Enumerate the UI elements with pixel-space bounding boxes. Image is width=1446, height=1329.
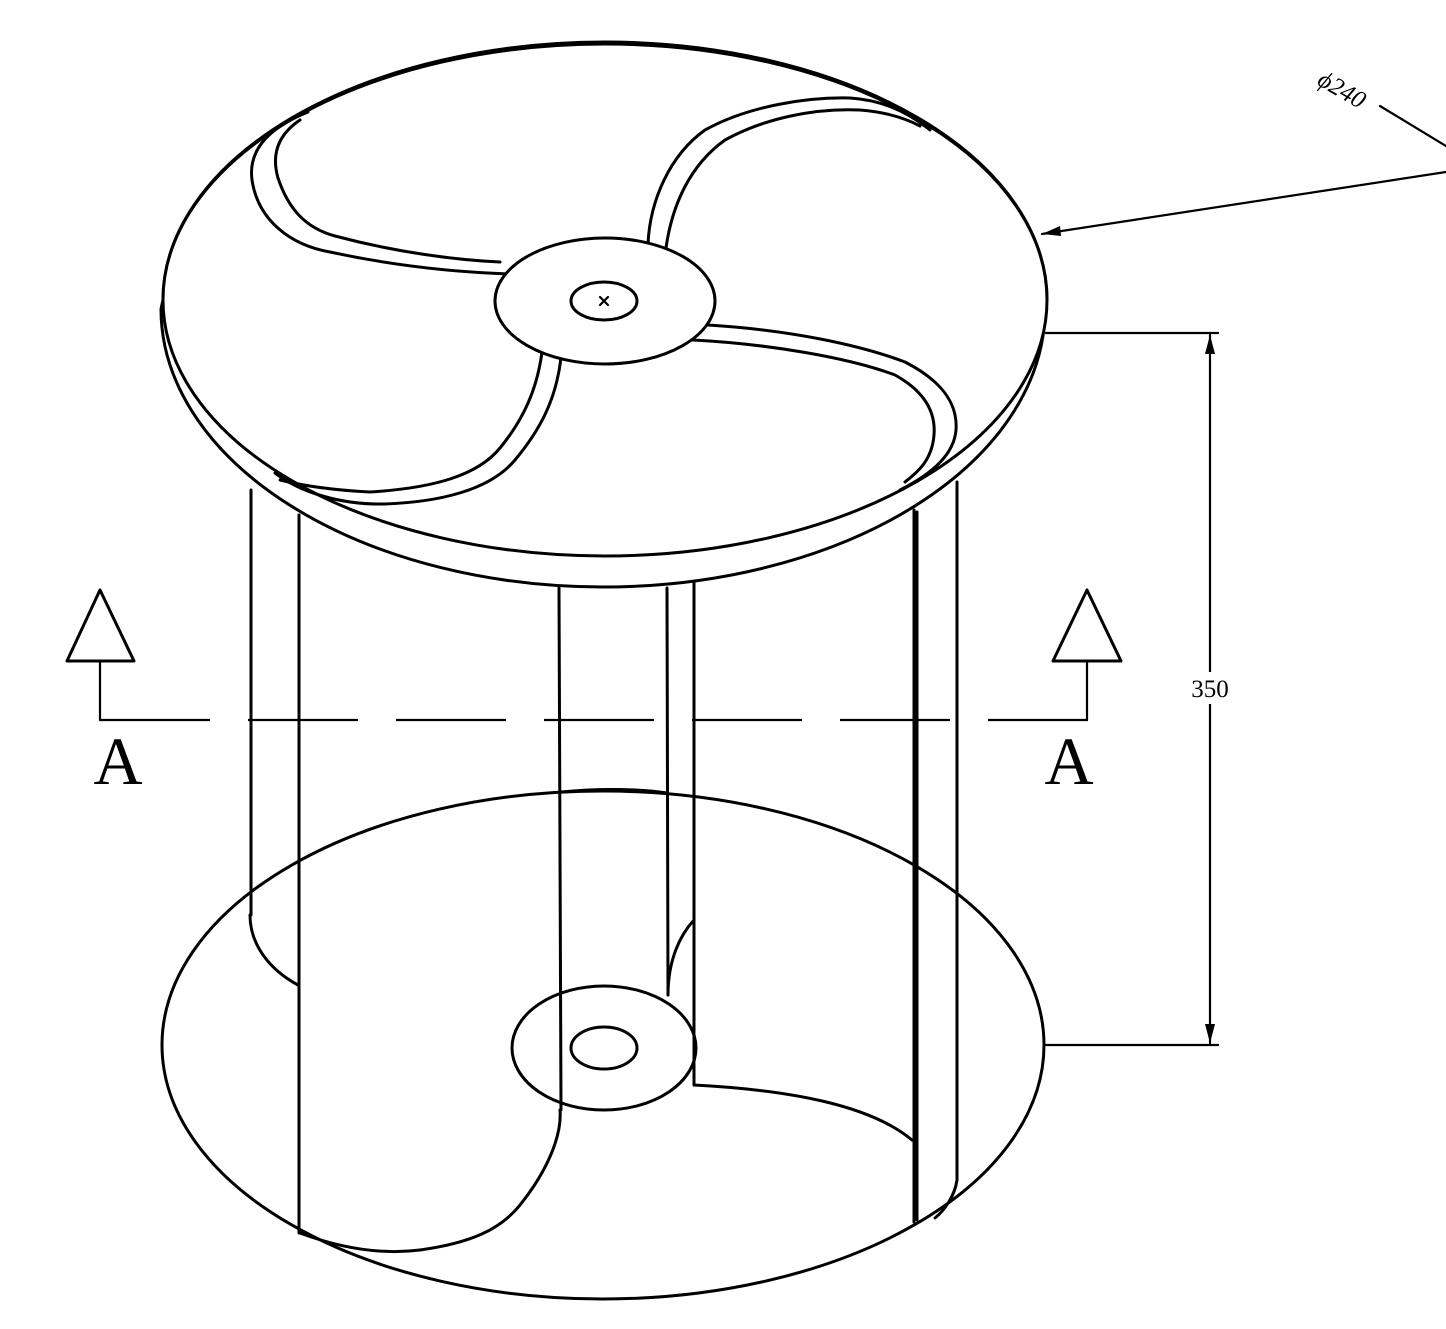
blade-rear-mid-curve: [559, 787, 669, 795]
dim-diameter-arrow: [1042, 226, 1061, 236]
dim-height-arrow-bottom: [1205, 1024, 1215, 1043]
bottom-shaft-hole: [569, 1025, 639, 1071]
blade-bottom-edge-rear-left: [248, 913, 300, 987]
dim-height-label: 350: [1191, 676, 1229, 703]
bottom-end-plate: [160, 789, 1046, 1301]
blade-top-groove-2-inner: [664, 108, 922, 250]
blade-top-groove-4-outer: [273, 356, 563, 506]
blade-top-groove-4-inner: [278, 350, 544, 494]
center-mark-icon: [598, 295, 610, 307]
blade-top-groove-2-outer: [646, 96, 932, 246]
blade-top-groove-3-outer: [706, 323, 958, 492]
dim-height-label-bg: [1178, 672, 1242, 704]
top-shaft-hole: [569, 280, 639, 322]
bottom-hub: [510, 984, 698, 1112]
blade-top-groove-1-outer: [250, 110, 512, 276]
blade-bottom-edge-right: [692, 1083, 914, 1142]
blade-bottom-edge-right-foot: [933, 1178, 959, 1220]
section-label-right: A: [1044, 723, 1093, 799]
blade-edge-center-left: [557, 586, 563, 1112]
blade-bottom-edge-rear: [666, 918, 696, 997]
dim-height-arrow-top: [1205, 335, 1215, 354]
blade-top-groove-1-inner: [273, 118, 502, 264]
blade-bottom-edge-left: [298, 1108, 562, 1254]
dim-diameter-leader-tail: [1378, 104, 1446, 148]
blade-top-groove-3-inner: [691, 338, 936, 484]
dim-diameter-label: ϕ240: [1313, 66, 1371, 115]
section-arrow-right-head: [1051, 588, 1123, 663]
section-arrow-left-head: [65, 588, 136, 663]
dim-diameter-leader: [1040, 170, 1446, 236]
blade-edge-center-right-a: [665, 586, 670, 997]
section-label-left: A: [93, 723, 142, 799]
